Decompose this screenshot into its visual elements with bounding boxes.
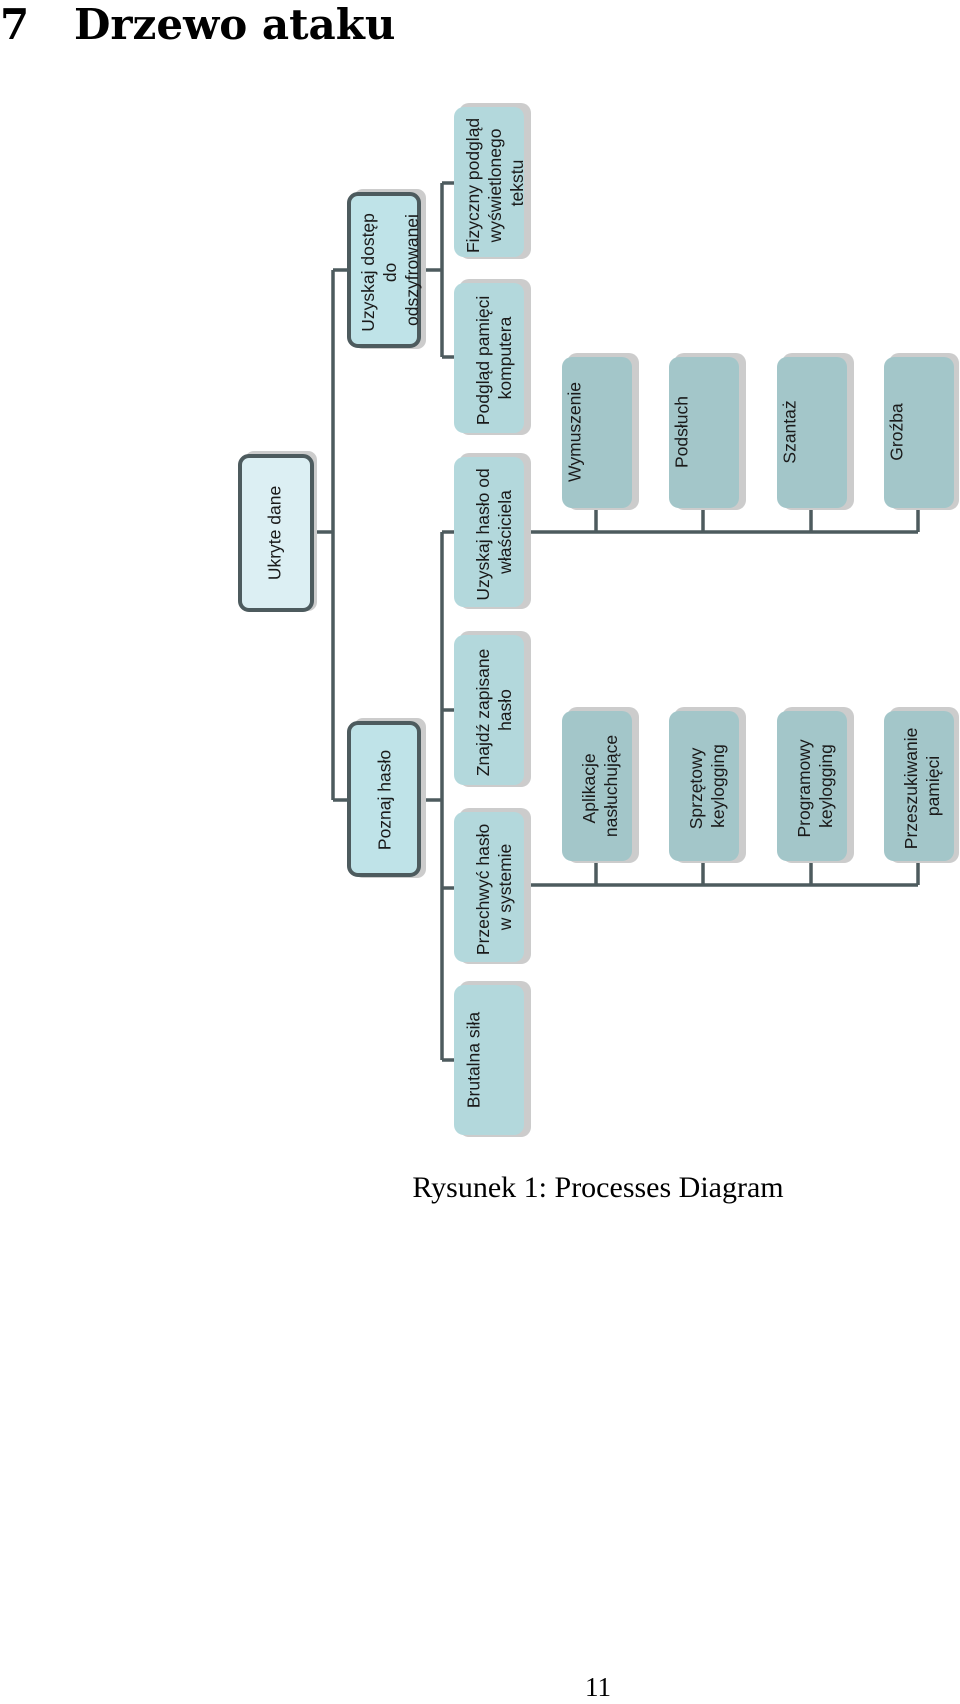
node-method-software-keylogging-line-2: keylogging <box>816 744 836 828</box>
node-leaf-physical-view-line-1: Fizyczny podgląd <box>463 118 483 253</box>
node-branch-access-label: Uzyskaj dostęp do odszyfrowanei <box>358 208 422 332</box>
node-leaf-memory-view-label: Podgląd pamięci komputera <box>473 291 515 425</box>
node-branch-access-line-2: do <box>380 263 400 282</box>
node-method-blackmail: Szantaż <box>777 353 854 510</box>
node-leaf-get-from-owner: Uzyskaj hasło od właściciela <box>454 453 531 609</box>
node-method-coercion-label: Wymuszenie <box>565 382 585 482</box>
node-method-hardware-keylogging-label: Sprzętowy keylogging <box>686 743 728 830</box>
node-method-blackmail-label: Szantaż <box>780 400 800 463</box>
node-method-listener-apps-label: Aplikacje nasłuchujące <box>579 735 621 837</box>
node-leaf-physical-view-line-2: wyświetlonego <box>485 129 505 244</box>
attack-tree-diagram: Ukryte dane Uzyskaj dostęp do odszyfrowa… <box>238 103 959 1137</box>
node-branch-access-line-1: Uzyskaj dostęp <box>358 213 378 332</box>
node-root-label: Ukryte dane <box>265 486 285 580</box>
node-method-hardware-keylogging-line-1: Sprzętowy <box>686 747 706 829</box>
node-leaf-find-saved-line-2: hasło <box>495 689 515 731</box>
node-branch-password-label: Poznaj hasło <box>375 750 395 850</box>
node-branch-password: Poznaj hasło <box>347 718 426 878</box>
node-method-listener-apps-line-1: Aplikacje <box>579 753 599 823</box>
figure-caption: Rysunek 1: Processes Diagram <box>412 1171 784 1204</box>
section-title: Drzewo ataku <box>74 0 396 49</box>
node-branch-access-line-3: odszyfrowanei <box>402 214 422 326</box>
node-method-memory-search-line-1: Przeszukiwanie <box>901 728 921 850</box>
section-number: 7 <box>0 0 30 49</box>
node-method-software-keylogging: Programowy keylogging <box>777 707 854 863</box>
node-method-hardware-keylogging: Sprzętowy keylogging <box>669 707 746 863</box>
section-heading: 7 Drzewo ataku <box>0 0 395 49</box>
node-method-eavesdrop-label: Podsłuch <box>672 396 692 468</box>
node-method-listener-apps-line-2: nasłuchujące <box>601 735 621 837</box>
node-leaf-find-saved-label: Znajdź zapisane hasło <box>473 644 515 776</box>
node-leaf-get-from-owner-line-2: właściciela <box>495 490 515 575</box>
node-method-threat-label: Groźba <box>887 403 907 461</box>
node-method-coercion: Wymuszenie <box>562 353 639 510</box>
node-method-software-keylogging-label: Programowy keylogging <box>794 734 836 837</box>
node-leaf-intercept-line-1: Przechwyć hasło <box>473 824 493 955</box>
node-leaf-get-from-owner-label: Uzyskaj hasło od właściciela <box>473 463 515 600</box>
node-leaf-intercept-label: Przechwyć hasło w systemie <box>473 819 515 955</box>
node-leaf-physical-view: Fizyczny podgląd wyświetlonego tekstu <box>454 103 531 259</box>
node-leaf-intercept: Przechwyć hasło w systemie <box>454 808 531 964</box>
node-leaf-brute-force: Brutalna siła <box>454 981 531 1137</box>
node-leaf-brute-force-label: Brutalna siła <box>464 1012 484 1109</box>
node-method-software-keylogging-line-1: Programowy <box>794 739 814 837</box>
node-method-eavesdrop: Podsłuch <box>669 353 746 510</box>
node-root: Ukryte dane <box>238 451 317 612</box>
node-method-listener-apps: Aplikacje nasłuchujące <box>562 707 639 863</box>
node-leaf-find-saved-line-1: Znajdź zapisane <box>473 649 493 776</box>
node-leaf-physical-view-line-3: tekstu <box>507 160 527 207</box>
connectors <box>316 181 920 1062</box>
node-method-memory-search-label: Przeszukiwanie pamięci <box>901 723 943 849</box>
node-branch-access: Uzyskaj dostęp do odszyfrowanei <box>347 189 426 349</box>
page-number: 11 <box>585 1672 611 1702</box>
node-leaf-memory-view-line-2: komputera <box>495 316 515 399</box>
node-leaf-find-saved: Znajdź zapisane hasło <box>454 631 531 787</box>
node-method-hardware-keylogging-line-2: keylogging <box>708 744 728 828</box>
node-method-memory-search-line-2: pamięci <box>923 756 943 816</box>
node-leaf-get-from-owner-line-1: Uzyskaj hasło od <box>473 468 493 600</box>
node-leaf-memory-view: Podgląd pamięci komputera <box>454 279 531 435</box>
node-leaf-physical-view-label: Fizyczny podgląd wyświetlonego tekstu <box>463 113 527 253</box>
node-method-threat: Groźba <box>884 353 959 510</box>
node-leaf-memory-view-line-1: Podgląd pamięci <box>473 296 493 425</box>
node-method-memory-search: Przeszukiwanie pamięci <box>884 707 959 863</box>
node-leaf-intercept-line-2: w systemie <box>495 844 515 932</box>
